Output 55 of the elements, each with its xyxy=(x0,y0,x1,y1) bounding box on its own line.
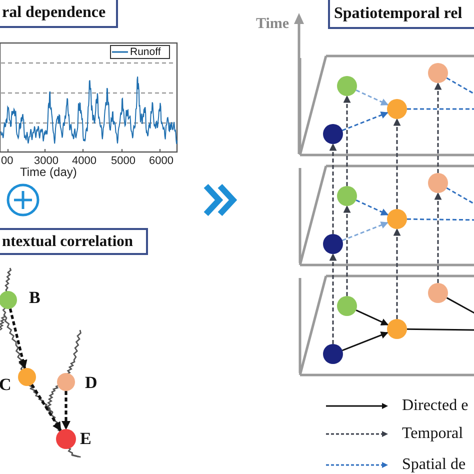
legend-text: Runoff xyxy=(130,46,161,58)
title-box: ral dependence xyxy=(0,0,118,28)
dashed-arrow xyxy=(393,118,401,209)
station-label: D xyxy=(85,374,98,391)
node-circle xyxy=(323,234,343,254)
node-circle xyxy=(428,283,448,303)
dashed-line xyxy=(407,108,474,110)
dashed-arrow xyxy=(329,253,337,344)
title-box: ntextual correlation xyxy=(0,228,148,255)
tick-label: 6000 xyxy=(149,156,174,167)
title-box: Spatiotemporal rel xyxy=(328,0,474,29)
station-circle xyxy=(0,291,17,309)
dashed-arrow xyxy=(393,228,401,319)
arrow xyxy=(356,310,389,326)
node-circle xyxy=(337,76,357,96)
station-circle xyxy=(56,429,76,449)
node-circle xyxy=(323,344,343,364)
node-circle xyxy=(337,296,357,316)
dashed-arrow xyxy=(342,112,388,132)
station-circle xyxy=(18,368,36,386)
tick-label: 00 xyxy=(1,156,14,167)
dashed-arrow xyxy=(343,205,351,296)
station-label: E xyxy=(80,430,92,447)
node-circle xyxy=(387,209,407,229)
dashed-arrow xyxy=(30,384,62,432)
node-circle xyxy=(428,63,448,83)
node-circle xyxy=(323,124,343,144)
legend-text: Directed e xyxy=(402,398,468,414)
node-circle xyxy=(337,186,357,206)
dashed-arrow xyxy=(343,95,351,186)
dashed-arrow xyxy=(356,90,389,106)
legend-text: Spatial de xyxy=(402,457,466,473)
station-label: C xyxy=(0,376,12,393)
dashed-arrow xyxy=(356,200,389,216)
dashed-line xyxy=(406,218,474,221)
line xyxy=(406,328,474,331)
tick-label: 4000 xyxy=(72,156,96,167)
tick-label: 3000 xyxy=(34,156,58,167)
node-circle xyxy=(387,99,407,119)
dashed-arrow xyxy=(61,391,71,430)
dashed-arrow xyxy=(434,82,442,173)
tick-label: 5000 xyxy=(111,156,136,167)
dashed-arrow xyxy=(8,308,28,370)
dashed-arrow xyxy=(342,222,388,242)
arrow xyxy=(342,332,388,352)
station-label: B xyxy=(29,289,40,306)
dashed-arrow xyxy=(434,192,442,283)
axis-title: Time (day) xyxy=(20,166,77,178)
line xyxy=(446,297,474,316)
dashed-arrow xyxy=(329,143,337,234)
station-circle xyxy=(57,373,75,391)
node-circle xyxy=(428,173,448,193)
legend-text: Temporal xyxy=(402,426,464,442)
node-circle xyxy=(387,319,407,339)
axis-label: Time xyxy=(256,17,290,32)
